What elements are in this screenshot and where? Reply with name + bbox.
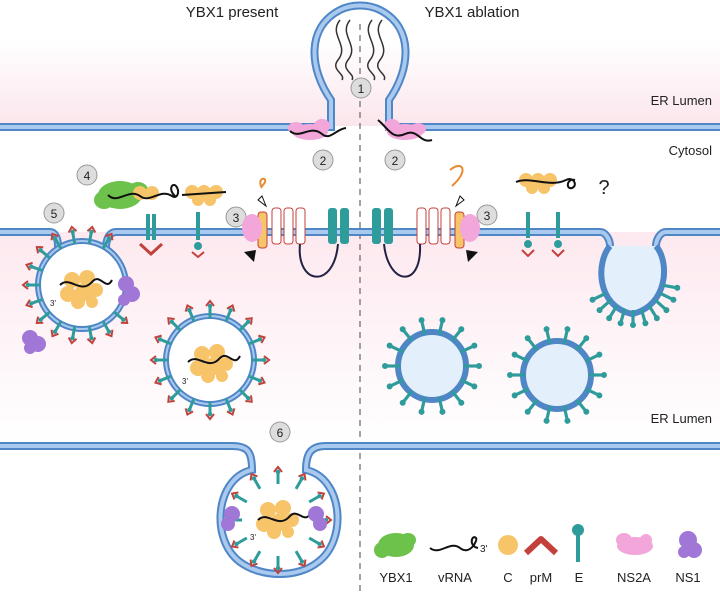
- legend-label-ns1: NS1: [675, 570, 700, 585]
- e-protein-step4: [191, 212, 205, 259]
- step-marker-6: 6: [269, 421, 291, 443]
- legend-vrna-3prime: 3': [480, 544, 488, 555]
- svg-text:1: 1: [358, 82, 365, 96]
- legend-ns1-icon: [678, 531, 702, 558]
- unknown-question-mark: ?: [598, 177, 609, 199]
- virion-secretion-step6: 3': [224, 466, 332, 574]
- ns2a-transmembrane-left: [242, 177, 349, 278]
- vrna-right-cytosol: [515, 178, 576, 190]
- vrna-step4: [107, 184, 180, 200]
- step-marker-1: 1: [350, 77, 372, 99]
- svg-text:3: 3: [484, 209, 491, 223]
- virion-left-lumen: 3': [150, 300, 270, 420]
- svg-text:2: 2: [320, 154, 327, 168]
- svg-text:5: 5: [51, 207, 58, 221]
- ns1-dimer-step5: [118, 276, 140, 306]
- spike-protein: [229, 533, 250, 551]
- empty-particle-right-1: [382, 316, 482, 416]
- title-ybx1-present: YBX1 present: [186, 4, 279, 21]
- spike-protein: [247, 471, 265, 492]
- ns2a-transmembrane-right: [372, 165, 480, 278]
- vrna-duplex-right: [367, 19, 386, 81]
- spike-protein: [291, 471, 309, 492]
- ns1-dimer-step5-lower: [22, 330, 46, 354]
- label-cytosol: Cytosol: [669, 143, 712, 158]
- legend-capsid-icon: [498, 535, 518, 555]
- step-marker-2-right: 2: [384, 149, 406, 171]
- top-membrane: [0, 1, 720, 131]
- legend-label-prm: prM: [530, 570, 552, 585]
- legend-ns2a-icon: [616, 533, 653, 555]
- step-marker-4: 4: [76, 164, 98, 186]
- legend-prm-icon: [523, 536, 559, 556]
- svg-text:3: 3: [233, 211, 240, 225]
- legend-label-c: C: [503, 570, 512, 585]
- vrna-top-right: [377, 119, 433, 142]
- vrna-top-left: [289, 127, 347, 138]
- svg-text:3': 3': [250, 533, 256, 542]
- svg-text:2: 2: [392, 154, 399, 168]
- legend-label-vrna: vRNA: [438, 570, 472, 585]
- step-marker-5: 5: [43, 202, 65, 224]
- bottom-membrane: [0, 442, 720, 578]
- legend-label-ybx1: YBX1: [379, 570, 412, 585]
- ns1-dimer-step6-right: [308, 506, 327, 531]
- svg-text:3': 3': [50, 299, 56, 308]
- ns2a-top-left: [288, 119, 330, 140]
- svg-text:6: 6: [277, 426, 284, 440]
- step-marker-2-left: 2: [312, 149, 334, 171]
- legend-ybx1-icon: [374, 533, 416, 558]
- legend: 3' YBX1 vRNA C prM E NS2A NS1: [374, 524, 702, 585]
- label-er-lumen-bottom: ER Lumen: [651, 411, 712, 426]
- budding-empty-particle-right: [588, 244, 681, 328]
- legend-label-e: E: [575, 570, 584, 585]
- vrna-step4-right: [181, 191, 227, 196]
- legend-vrna-icon: [429, 536, 479, 552]
- legend-label-ns2a: NS2A: [617, 570, 651, 585]
- vrna-duplex-left: [335, 19, 354, 81]
- e-prm-complex-step4: [138, 214, 164, 257]
- label-er-lumen-top: ER Lumen: [651, 93, 712, 108]
- budding-virion-step5: 3': [22, 225, 131, 345]
- spike-protein: [229, 489, 250, 507]
- empty-particle-right-2: [507, 325, 607, 425]
- svg-text:4: 4: [84, 169, 91, 183]
- title-ybx1-ablation: YBX1 ablation: [424, 4, 519, 21]
- legend-e-icon: [572, 524, 584, 562]
- step-marker-3-right: 3: [476, 204, 498, 226]
- spike-protein: [273, 466, 283, 485]
- spike-protein: [306, 489, 327, 507]
- spike-protein: [306, 533, 327, 551]
- capsid-step4-right: [185, 185, 223, 206]
- e-proteins-right-membrane: [521, 212, 565, 258]
- svg-text:3': 3': [182, 377, 188, 386]
- ns1-dimer-step6-left: [221, 506, 240, 531]
